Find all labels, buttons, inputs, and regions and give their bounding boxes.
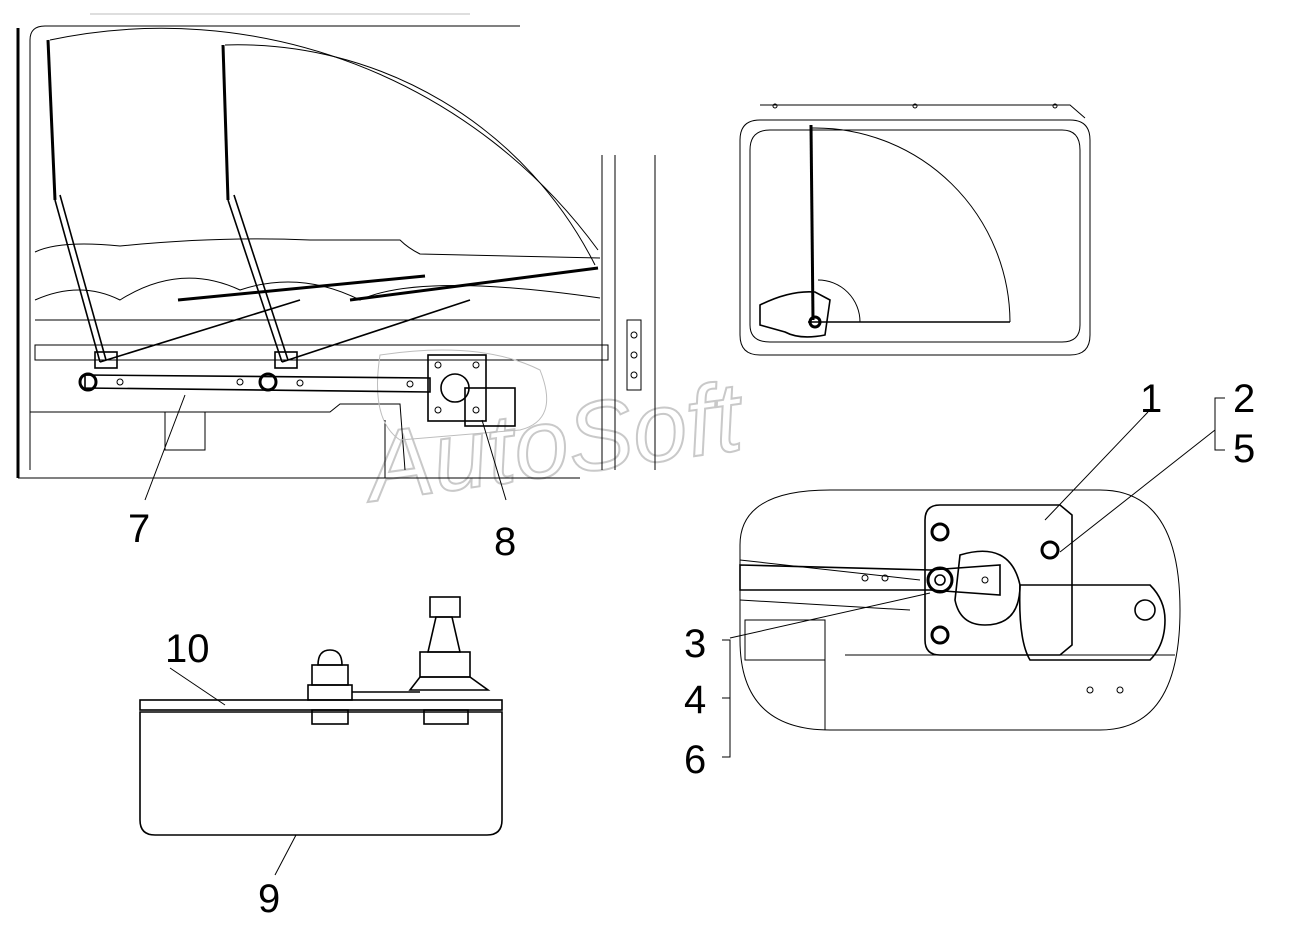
callout-8: 8: [494, 520, 516, 564]
leader-10: [169, 667, 226, 706]
leader-9: [274, 834, 297, 876]
callout-3: 3: [684, 622, 706, 666]
callout-2: 2: [1233, 377, 1255, 421]
leader-2-5: [1059, 429, 1216, 553]
windshield-view: [16, 13, 656, 479]
rear-window-view: [739, 103, 1091, 356]
callout-5: 5: [1233, 427, 1255, 471]
watermark: AutoSoft: [355, 360, 751, 522]
callout-9: 9: [258, 877, 280, 921]
callout-7: 7: [128, 507, 150, 551]
leader-7: [144, 394, 186, 501]
callout-1: 1: [1140, 377, 1162, 421]
leader-8: [481, 419, 507, 501]
callout-6: 6: [684, 738, 706, 782]
callout-10: 10: [165, 627, 210, 671]
bracket-2-5: [1214, 397, 1225, 451]
callout-4: 4: [684, 678, 706, 722]
motor-section-view: [139, 596, 503, 836]
motor-detail-view: [739, 489, 1181, 731]
leader-1: [1044, 411, 1149, 521]
leader-3-4-6: [729, 592, 931, 639]
